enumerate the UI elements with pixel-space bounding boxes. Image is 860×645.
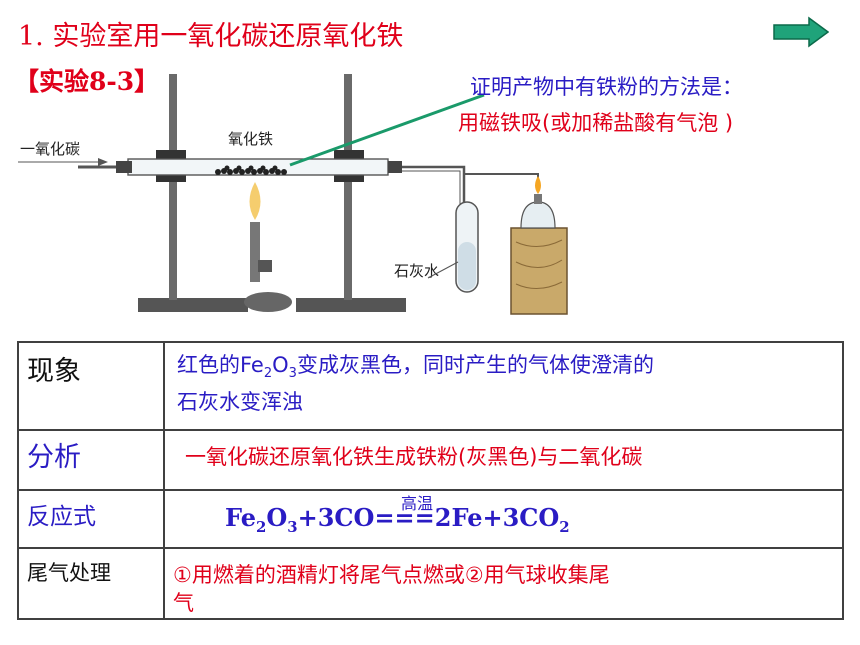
header-analysis: 分析 bbox=[17, 429, 165, 491]
next-slide-button[interactable] bbox=[773, 16, 830, 48]
flame-left bbox=[249, 182, 261, 220]
table-row-tail-gas: 尾气处理 ①用燃着的酒精灯将尾气点燃或②用气球收集尾 气 bbox=[17, 547, 844, 620]
tail-gas-line-2: 气 bbox=[173, 591, 194, 615]
stand-base-left bbox=[138, 298, 248, 312]
label-carbon-monoxide: 一氧化碳 bbox=[20, 140, 80, 158]
flame-right bbox=[535, 176, 541, 194]
label-iron-oxide: 氧化铁 bbox=[228, 130, 273, 148]
phenomenon-line-2: 石灰水变浑浊 bbox=[177, 390, 303, 415]
clamp-left-bottom bbox=[156, 172, 186, 182]
header-equation: 反应式 bbox=[17, 489, 165, 549]
stand-rod-right bbox=[344, 74, 352, 300]
burner-base bbox=[244, 292, 292, 312]
header-phenomenon: 现象 bbox=[17, 341, 165, 431]
lime-water bbox=[458, 242, 476, 290]
annotation-question: 证明产物中有铁粉的方法是： bbox=[470, 75, 743, 99]
experiment-apparatus-illustration: 一氧化碳 氧化铁 石灰水 bbox=[18, 74, 568, 315]
experiment-label: 【实验8-3】 bbox=[14, 67, 160, 96]
header-tail-gas: 尾气处理 bbox=[17, 547, 165, 620]
cell-phenomenon: 红色的Fe2O3变成灰黑色，同时产生的气体使澄清的 石灰水变浑浊 bbox=[163, 341, 844, 431]
cell-analysis: 一氧化碳还原氧化铁生成铁粉(灰黑色)与二氧化碳 bbox=[163, 429, 844, 491]
iron-oxide-powder bbox=[215, 165, 287, 175]
right-arrow-icon bbox=[773, 16, 830, 48]
cell-equation: 高温 Fe2O3+3CO===2Fe+3CO2 bbox=[163, 489, 844, 549]
annotation-answer: 用磁铁吸(或加稀盐酸有气泡 ) bbox=[458, 111, 734, 135]
stopper-left bbox=[116, 161, 132, 173]
stand-base-right bbox=[296, 298, 406, 312]
table-row-analysis: 分析 一氧化碳还原氧化铁生成铁粉(灰黑色)与二氧化碳 bbox=[17, 429, 844, 491]
chemical-equation: Fe2O3+3CO===2Fe+3CO2 bbox=[225, 503, 570, 536]
experiment-summary-table: 现象 红色的Fe2O3变成灰黑色，同时产生的气体使澄清的 石灰水变浑浊 分析 一… bbox=[17, 341, 844, 620]
stand-rod-left bbox=[169, 74, 177, 300]
cell-tail-gas: ①用燃着的酒精灯将尾气点燃或②用气球收集尾 气 bbox=[163, 547, 844, 620]
tail-gas-line-1: ①用燃着的酒精灯将尾气点燃或②用气球收集尾 bbox=[173, 563, 610, 587]
phenomenon-line-1: 红色的Fe2O3变成灰黑色，同时产生的气体使澄清的 bbox=[177, 353, 654, 382]
reaction-condition: 高温 bbox=[401, 494, 434, 513]
clamp-right-bottom bbox=[334, 172, 364, 182]
label-limewater: 石灰水 bbox=[394, 262, 439, 280]
annotation-pointer-line bbox=[289, 93, 485, 167]
table-row-equation: 反应式 高温 Fe2O3+3CO===2Fe+3CO2 bbox=[17, 489, 844, 549]
alcohol-lamp bbox=[520, 201, 556, 229]
table-row-phenomenon: 现象 红色的Fe2O3变成灰黑色，同时产生的气体使澄清的 石灰水变浑浊 bbox=[17, 341, 844, 431]
wood-block bbox=[510, 227, 568, 315]
page-title: 1. 实验室用一氧化碳还原氧化铁 bbox=[18, 21, 404, 52]
stopper-right bbox=[388, 161, 402, 173]
burner-tube bbox=[250, 222, 260, 282]
